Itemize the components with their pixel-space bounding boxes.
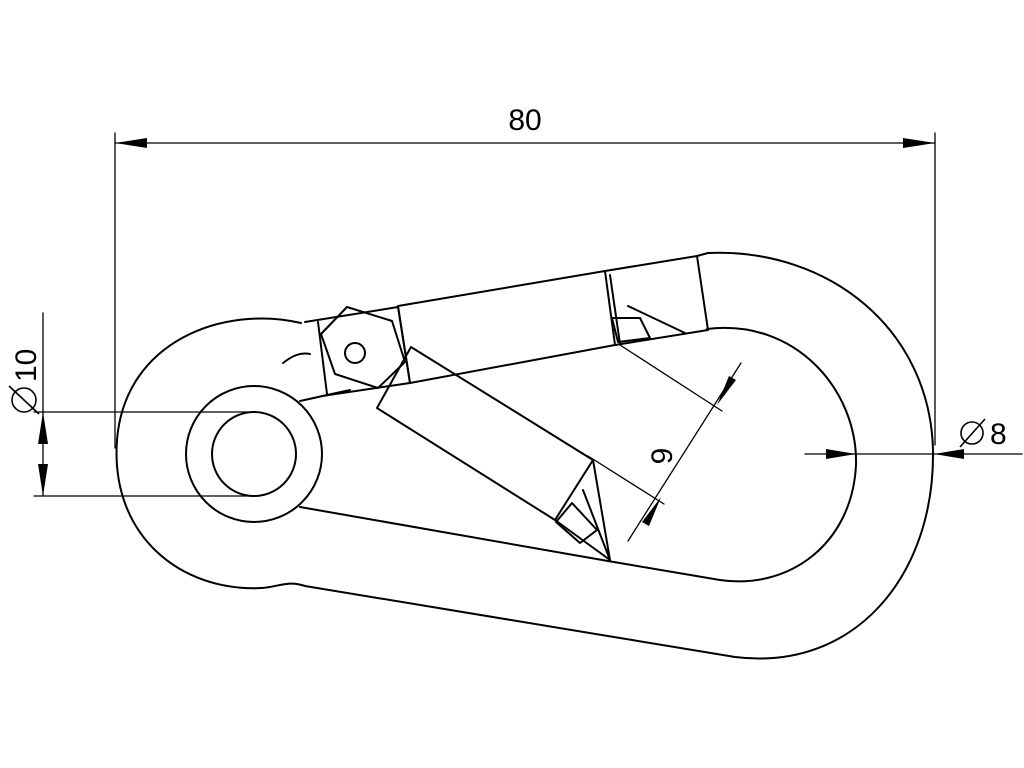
dimension-gate-opening: 9 [587,344,742,542]
eye-ring [185,385,323,523]
hinge-pin-circle [344,342,366,364]
diameter-symbol-wire-slash [959,418,986,448]
dimension-wire-diameter: 8 [804,418,1023,459]
dimension-text-wire-value: 8 [990,418,1007,451]
closed-gate-hinge-inner [317,321,328,395]
body-inner-lower-edge [299,506,609,562]
diameter-symbol-wire-icon [960,421,984,445]
body-outer-contour [115,251,935,660]
dimension-overall-length: 80 [114,104,936,449]
arrow-wire-inner-icon [826,449,856,459]
open-gate-latch-notch [555,502,598,544]
arrow-gate-lower-icon [642,497,661,526]
hinge-pin [282,306,406,389]
arrow-eye-top-icon [38,412,48,444]
closed-gate-hinge-block [304,306,411,397]
arrow-wire-outer-icon [934,449,964,459]
closed-gate-latch-notch [611,305,686,343]
extension-line-gate-upper [619,344,723,412]
dimension-text-eye-value: 10 [10,349,43,382]
hinge-spring-tail [282,352,311,364]
carabiner-body [115,251,935,660]
dimension-text-gate-value: 9 [646,448,679,465]
open-gate-nose-edge [582,489,611,561]
dimension-text-length: 80 [508,104,541,137]
diameter-symbol-icon [11,387,37,413]
hinge-hexagon [320,306,406,389]
arrow-left-icon [115,138,147,148]
body-inner-contour [607,326,858,583]
diameter-symbol-slash [8,385,40,415]
extension-line-gate-lower [587,455,665,505]
arrow-eye-bottom-icon [38,464,48,496]
closed-gate-sleeve [397,270,616,384]
closed-gate [304,255,709,397]
eye-outer-circle [185,385,323,523]
closed-gate-nose-edge [609,274,621,345]
eye-inner-circle [211,411,297,497]
arrow-gate-upper-icon [717,376,736,405]
closed-gate-nose-segment [604,255,709,346]
arrow-right-icon [903,138,935,148]
open-gate [376,346,611,561]
dimension-eye-diameter: 10 [8,312,253,497]
